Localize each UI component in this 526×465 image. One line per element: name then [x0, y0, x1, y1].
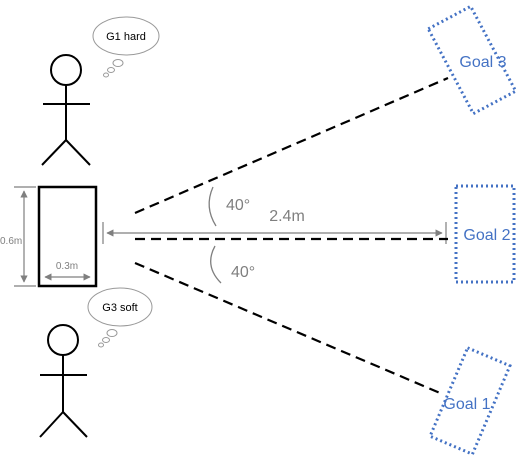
stick-figure-upper: [41, 54, 91, 166]
goal-2: [454, 184, 516, 284]
direction-lines: [134, 76, 449, 395]
box-outline: [37, 185, 98, 288]
angle-arc-upper: [208, 186, 217, 227]
goal-3-label: Goal 3: [459, 54, 506, 71]
goal-2-label: Goal 2: [463, 227, 510, 244]
thought-bubble-lower: [87, 287, 153, 348]
angle-arc-lower: [210, 245, 222, 284]
thought-text-lower: G3 soft: [102, 302, 137, 314]
line-to-goal-1: [134, 261, 441, 395]
height-dimension: [14, 186, 36, 287]
distance-dimension: [102, 222, 447, 244]
distance-label: 2.4m: [269, 208, 305, 225]
goal-1: [428, 345, 512, 457]
width-label: 0.3m: [56, 261, 78, 272]
stick-figure-lower: [39, 324, 88, 438]
angle-label-upper: 40°: [226, 197, 250, 214]
height-label: 0.6m: [0, 236, 22, 247]
thought-text-upper: G1 hard: [106, 31, 146, 43]
thought-bubble-upper: [92, 16, 160, 78]
goal-1-label: Goal 1: [443, 396, 490, 413]
line-to-goal-3: [134, 76, 449, 215]
angle-label-lower: 40°: [231, 264, 255, 281]
